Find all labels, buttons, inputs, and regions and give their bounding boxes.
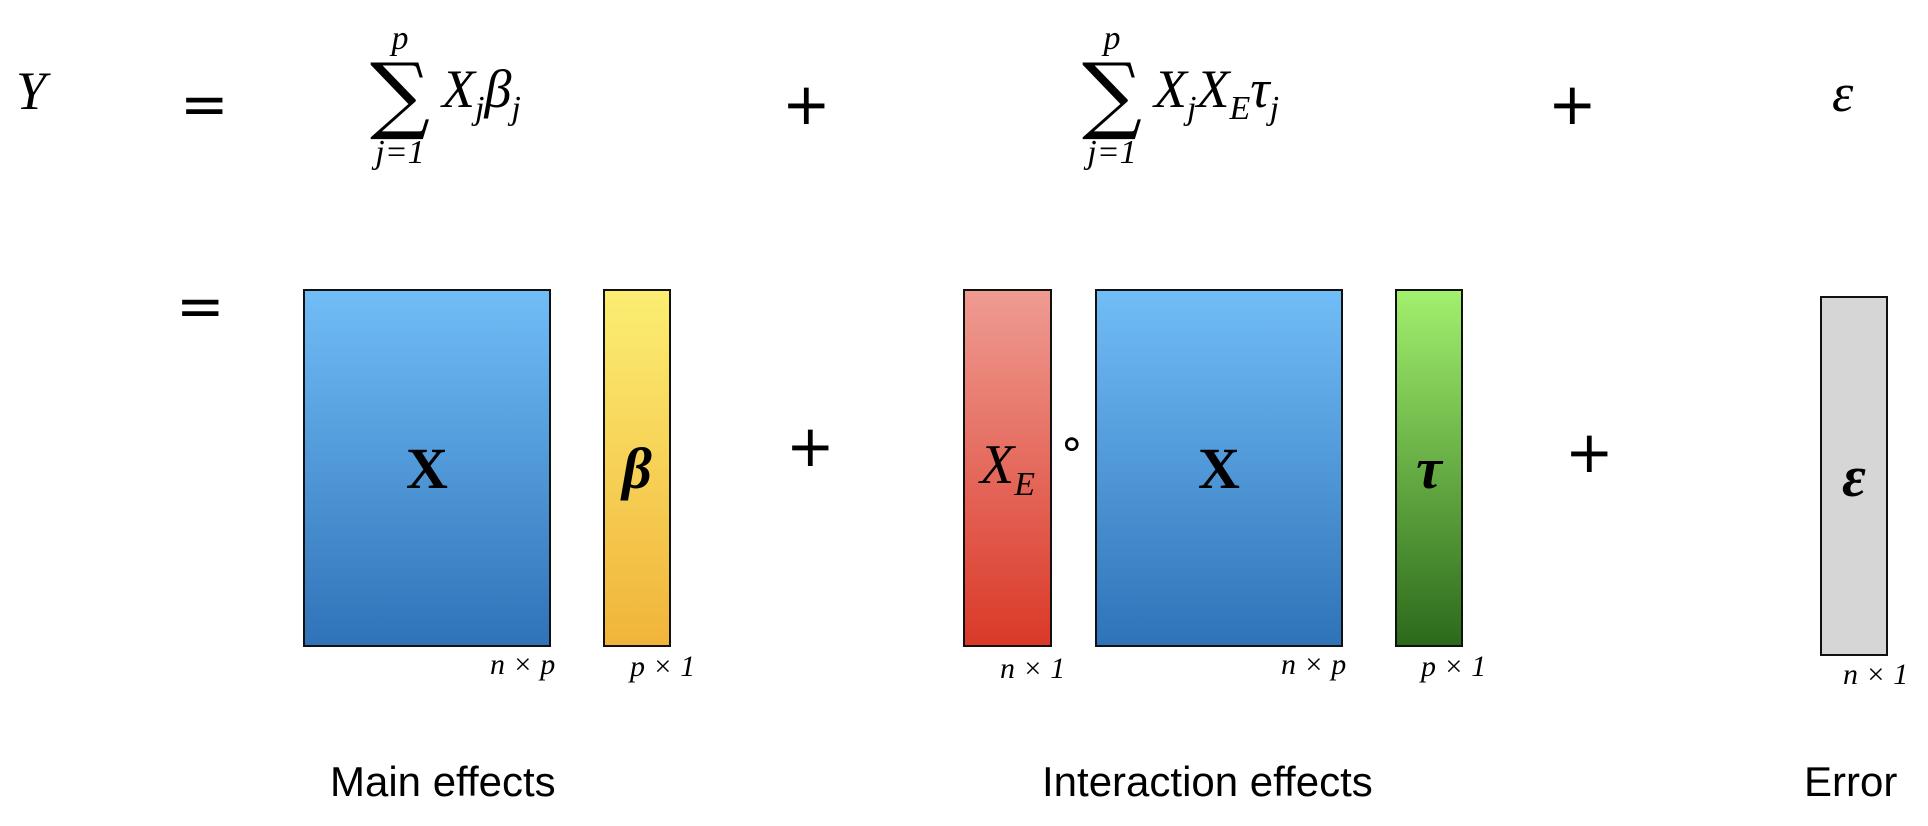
matrix-x-main: X xyxy=(303,289,551,647)
sum-upper-limit: p xyxy=(391,20,409,57)
plus-sign-top-1: + xyxy=(782,70,831,138)
vector-xe: XE xyxy=(963,289,1052,647)
xe-dimension: n × 1 xyxy=(1000,652,1066,685)
equals-sign-bottom: = xyxy=(176,272,225,340)
hadamard-product-icon: ∘ xyxy=(1058,418,1086,469)
sum-lower-limit: j=1 xyxy=(375,134,425,171)
matrix-x-label: X xyxy=(1198,435,1240,501)
sum-main-effects: p ∑ j=1 xyxy=(355,20,445,172)
epsilon-label: ε xyxy=(1842,443,1866,509)
caption-main-effects: Main effects xyxy=(330,758,556,805)
plus-sign-middle-2: + xyxy=(1565,418,1614,486)
vector-tau: τ xyxy=(1395,289,1463,647)
response-y: Y xyxy=(16,61,47,121)
main-effect-term: Xjβj xyxy=(442,59,521,127)
tau-dimension: p × 1 xyxy=(1421,650,1487,683)
beta-dimension: p × 1 xyxy=(630,650,696,683)
sum-interaction-effects: p ∑ j=1 xyxy=(1067,20,1157,172)
equals-sign-top: = xyxy=(180,70,229,138)
vector-epsilon: ε xyxy=(1820,296,1888,656)
tau-label: τ xyxy=(1416,435,1442,501)
sigma-icon: ∑ xyxy=(1082,45,1142,143)
caption-interaction-effects: Interaction effects xyxy=(1042,758,1373,805)
plus-sign-middle-1: + xyxy=(786,412,835,480)
caption-error: Error xyxy=(1804,758,1898,805)
sum-lower-limit: j=1 xyxy=(1087,134,1137,171)
epsilon-dimension: n × 1 xyxy=(1843,658,1909,691)
matrix-x-label: X xyxy=(406,435,448,501)
interaction-effect-term: XjXEτj xyxy=(1154,59,1280,127)
plus-sign-top-2: + xyxy=(1548,70,1597,138)
vector-beta: β xyxy=(603,289,671,647)
matrix-x-interaction: X xyxy=(1095,289,1343,647)
matrix-x-dimension: n × p xyxy=(1281,648,1347,681)
matrix-x-dimension: n × p xyxy=(490,648,556,681)
sigma-icon: ∑ xyxy=(370,45,430,143)
xe-label: XE xyxy=(980,433,1035,503)
beta-label: β xyxy=(622,435,652,501)
error-term-top: ε xyxy=(1832,63,1854,123)
sum-upper-limit: p xyxy=(1103,20,1121,57)
